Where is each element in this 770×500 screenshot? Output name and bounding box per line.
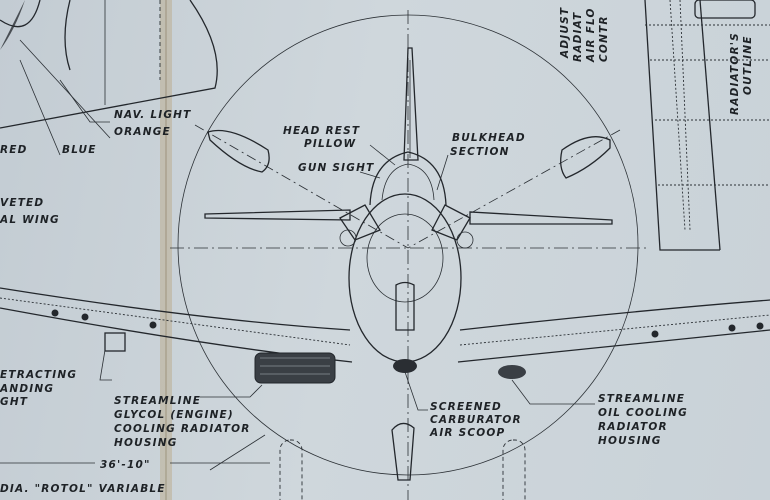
label-carb-1: SCREENED: [430, 401, 502, 413]
blade-line-right: [407, 129, 621, 249]
wings: [0, 287, 770, 363]
label-glycol-3: COOLING RADIATOR: [114, 423, 251, 435]
label-outline: OUTLINE: [742, 35, 754, 95]
label-head-rest: HEAD REST: [283, 125, 360, 137]
glycol-radiator: [254, 352, 336, 384]
fuselage: [348, 193, 462, 363]
label-adjust: ADJUST: [559, 7, 571, 59]
label-carb-3: AIR SCOOP: [429, 427, 505, 439]
label-radiators: RADIATOR'S: [729, 32, 741, 115]
label-oil-3: RADIATOR: [598, 421, 668, 433]
label-radiator: RADIAT: [572, 12, 584, 62]
blade-line-left: [194, 124, 409, 249]
label-glycol-1: STREAMLINE: [114, 395, 201, 407]
wingtip-detail: [0, 0, 218, 129]
radiator-outline-view: [644, 0, 770, 251]
canopy: [369, 151, 447, 206]
carburator-scoop: [393, 359, 417, 373]
label-orange: ORANGE: [114, 126, 171, 138]
label-pillow: PILLOW: [304, 138, 356, 150]
label-red: RED: [0, 144, 28, 156]
landing-gear-left: [279, 439, 303, 500]
label-bulkhead: BULKHEAD: [452, 132, 526, 144]
blade-tip-left: [207, 129, 270, 173]
oil-radiator: [498, 365, 526, 379]
tail: [204, 47, 613, 225]
label-landing: ANDING: [0, 383, 54, 395]
label-oil-1: STREAMLINE: [598, 393, 685, 405]
label-riveted: VETED: [0, 197, 44, 209]
landing-gear-right: [502, 439, 526, 500]
label-span: 36'-10": [100, 459, 151, 471]
label-light: GHT: [0, 396, 28, 408]
label-oil-2: OIL COOLING: [598, 407, 688, 419]
blade-tip-right: [560, 136, 611, 179]
label-carb-2: CARBURATOR: [430, 414, 522, 426]
label-glycol-4: HOUSING: [114, 437, 178, 449]
label-glycol-2: GLYCOL (ENGINE): [114, 409, 234, 421]
label-nav-light: NAV. LIGHT: [114, 109, 192, 121]
label-retracting: ETRACTING: [0, 369, 77, 381]
engine-intake: [395, 281, 415, 331]
blade-tip-bottom: [391, 422, 415, 481]
label-oil-4: HOUSING: [598, 435, 662, 447]
label-propeller: DIA. "ROTOL" VARIABLE: [0, 483, 166, 495]
label-airflow: AIR FLO: [585, 7, 597, 63]
leader-lines: [0, 39, 595, 471]
callout-labels: NAV. LIGHT ORANGE RED BLUE VETED AL WING…: [0, 7, 754, 495]
label-blue: BLUE: [62, 144, 97, 156]
label-gun-sight: GUN SIGHT: [298, 162, 374, 174]
label-wing: AL WING: [0, 214, 60, 226]
label-control: CONTR: [598, 15, 610, 62]
label-section: SECTION: [450, 146, 510, 158]
